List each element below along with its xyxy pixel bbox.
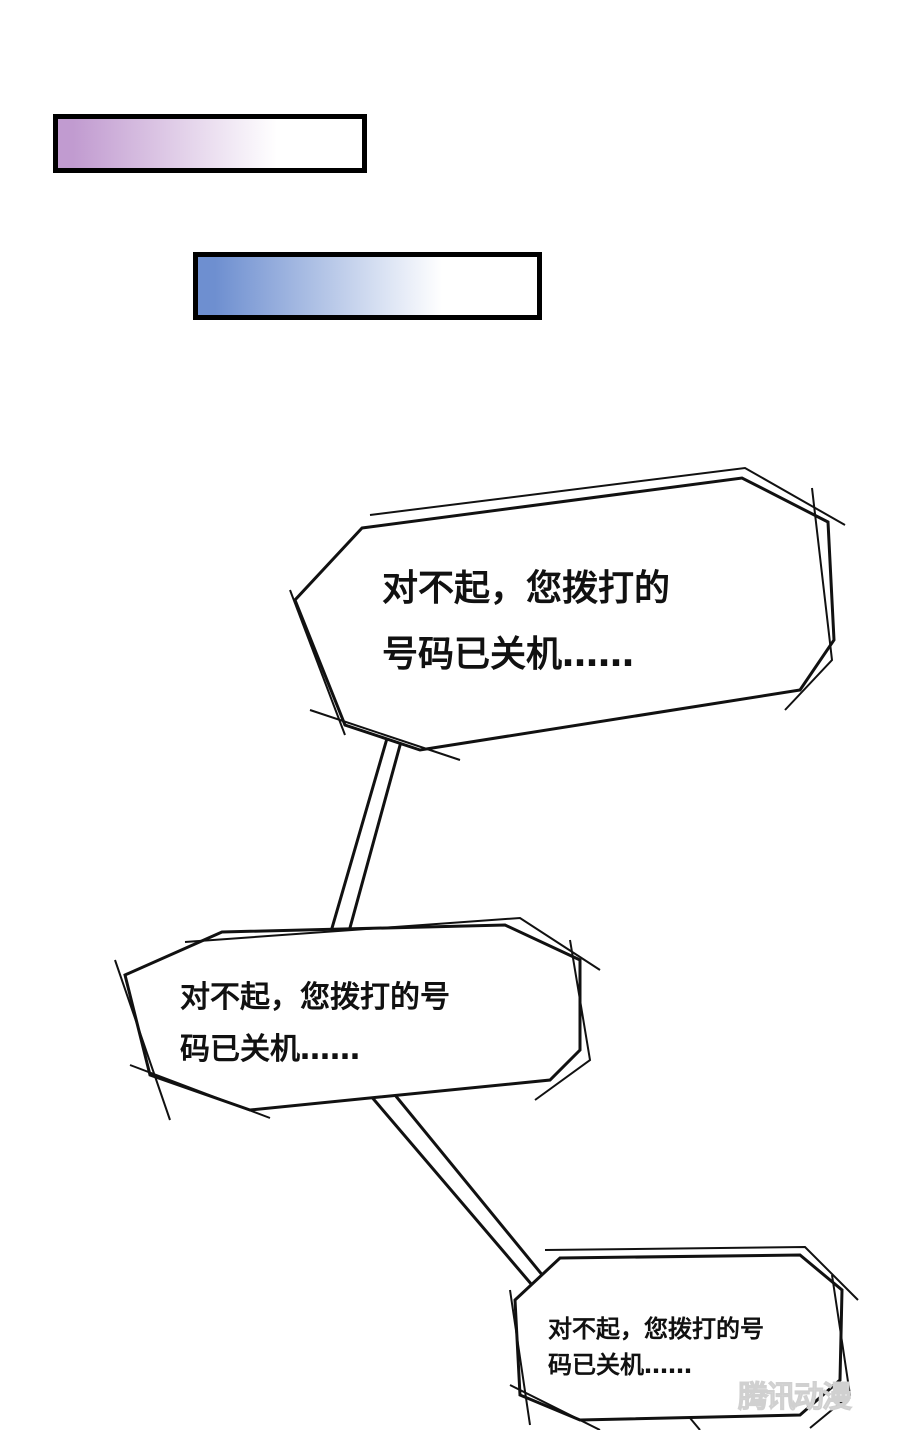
blue-caption-bar [193,252,542,320]
bubble-tail-2 [366,1093,551,1295]
purple-caption-bar [53,114,367,173]
watermark-logo: 腾讯动漫 [738,1380,853,1416]
bubble-2-text: 对不起，您拨打的号 码已关机…… [180,978,450,1070]
bubble-2-line-1: 对不起，您拨打的号 [180,980,450,1015]
bubble-1-line-2: 号码已关机…… [382,634,635,675]
bubble-1-text: 对不起，您拨打的 号码已关机…… [382,566,670,678]
bubble-tail-1 [328,733,404,937]
bubble-1-line-1: 对不起，您拨打的 [382,568,671,609]
speech-bubble-1 [293,476,836,752]
bubble-3-line-1: 对不起，您拨打的号 [548,1315,764,1343]
bubble-2-line-2: 码已关机…… [180,1032,360,1067]
speech-bubble-2 [123,923,582,1112]
bubble-3-line-2: 码已关机…… [548,1351,692,1379]
bubble-3-text: 对不起，您拨打的号 码已关机…… [548,1313,764,1381]
